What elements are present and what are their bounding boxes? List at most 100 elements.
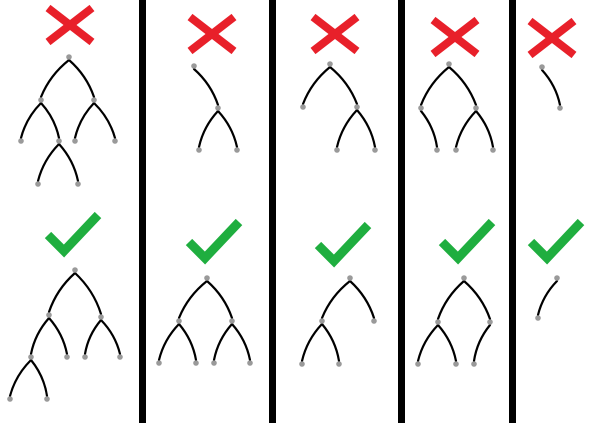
tree-edge <box>73 271 103 316</box>
check-icon <box>44 211 102 258</box>
tree-edge <box>73 101 96 140</box>
tree-edge <box>83 318 103 356</box>
tree-edge <box>355 108 377 149</box>
tree-edge <box>67 58 96 99</box>
tree-node <box>112 138 118 144</box>
cross-icon <box>187 13 237 55</box>
tree-edge <box>536 279 559 317</box>
tree-node <box>371 318 377 324</box>
tree-node <box>334 147 340 153</box>
tree-edge <box>36 142 61 183</box>
cross-icon <box>45 4 95 46</box>
column-dividers <box>139 0 516 423</box>
column-divider <box>139 0 146 423</box>
tree-edge <box>454 109 478 149</box>
tree-node <box>319 318 325 324</box>
tree-node <box>347 275 353 281</box>
tree-node <box>56 138 62 144</box>
column-divider <box>509 0 516 423</box>
cross-icon <box>430 16 480 58</box>
tree-node <box>211 360 217 366</box>
tree <box>19 58 117 183</box>
cross-icon <box>310 13 360 55</box>
tree-node <box>234 147 240 153</box>
column-divider <box>269 0 276 423</box>
tree <box>419 65 495 149</box>
tree-edge <box>92 101 117 140</box>
tree-edge <box>328 65 359 106</box>
tree-node <box>554 275 560 281</box>
tree-node <box>117 354 123 360</box>
tree-edge <box>436 279 466 321</box>
tree-node <box>156 360 162 366</box>
tree-edge <box>472 323 492 363</box>
tree-node <box>453 147 459 153</box>
tree-node <box>336 361 342 367</box>
check-icon <box>438 218 496 265</box>
tree-node <box>418 105 424 111</box>
tree <box>540 68 562 107</box>
tree-node <box>66 54 72 60</box>
tree-edge <box>212 322 234 362</box>
tree-node <box>75 181 81 187</box>
tree-node <box>35 181 41 187</box>
tree-edge <box>301 65 332 106</box>
tree-node <box>453 361 459 367</box>
tree-edge <box>416 323 440 363</box>
tree <box>300 279 376 363</box>
tree-edge <box>335 108 359 149</box>
tree-node <box>490 147 496 153</box>
tree-node <box>446 61 452 67</box>
tree-edge <box>19 101 43 140</box>
tree <box>192 67 239 149</box>
tree-node <box>91 97 97 103</box>
tree-edge <box>300 322 324 363</box>
tree-edge <box>47 316 69 356</box>
verdict-marks <box>44 4 585 268</box>
column-divider <box>398 0 405 423</box>
tree-edge <box>47 271 77 314</box>
tree-node <box>299 361 305 367</box>
tree-edge <box>540 68 562 107</box>
tree-edge <box>447 65 478 107</box>
tree-edge <box>39 101 61 140</box>
tree-edge <box>99 318 122 356</box>
tree-node <box>176 318 182 324</box>
tree-node <box>193 360 199 366</box>
tree-node <box>44 396 50 402</box>
tree-node <box>539 64 545 70</box>
tree-node <box>72 267 78 273</box>
tree-node <box>435 319 441 325</box>
tree-edge <box>320 322 341 363</box>
tree-edge <box>157 322 181 362</box>
tree-node <box>204 275 210 281</box>
tree-node <box>557 105 563 111</box>
tree-edge <box>192 67 220 107</box>
tree-node <box>28 354 34 360</box>
tree-node <box>327 61 333 67</box>
tree-node <box>82 354 88 360</box>
check-icon <box>527 218 585 265</box>
tree-node <box>461 275 467 281</box>
tree-edges <box>8 58 562 398</box>
tree <box>536 279 559 317</box>
tree-edge <box>177 279 209 320</box>
tree-node <box>354 104 360 110</box>
tree-edge <box>348 279 376 320</box>
tree-edge <box>39 58 71 99</box>
tree-node <box>434 147 440 153</box>
cross-icon <box>527 17 577 59</box>
tree-node <box>247 360 253 366</box>
check-icon <box>314 221 372 268</box>
tree <box>157 279 252 362</box>
check-icon <box>185 218 243 265</box>
tree-edge <box>320 279 352 320</box>
tree-node <box>415 361 421 367</box>
tree-edge <box>419 109 439 149</box>
tree-node <box>38 97 44 103</box>
tree-node <box>72 138 78 144</box>
tree-edge <box>8 358 33 398</box>
tree-node <box>98 314 104 320</box>
tree-edge <box>474 109 495 149</box>
